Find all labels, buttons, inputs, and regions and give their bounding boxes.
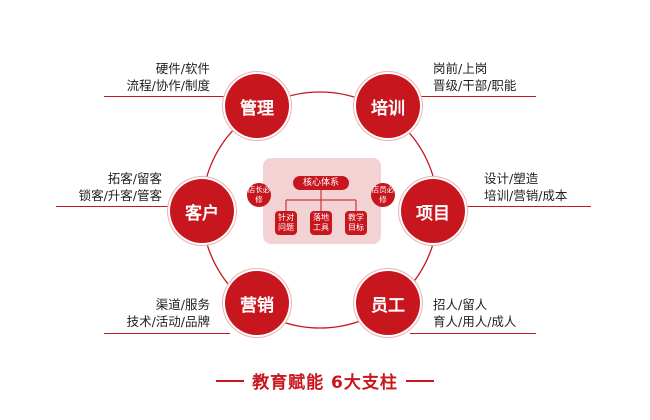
footer-caption: 教育赋能 6大支柱 <box>0 368 650 393</box>
footer-dash-left <box>216 379 245 382</box>
core-title: 核心体系 <box>293 176 349 190</box>
project-tag-line: 设计/塑造 <box>484 171 539 186</box>
marketing-tag-line: 渠道/服务 <box>155 297 210 312</box>
project-tag-line: 培训/营销/成本 <box>484 188 568 203</box>
staff-connector <box>410 333 536 334</box>
marketing-tags: 渠道/服务 技术/活动/品牌 <box>127 296 210 330</box>
customer-connector <box>56 206 174 207</box>
marketing-connector <box>104 333 230 334</box>
management-connector <box>104 96 230 97</box>
node-marketing: 营销 <box>225 271 289 335</box>
project-tags: 设计/塑造 培训/营销/成本 <box>484 170 567 204</box>
management-tag-line: 硬件/软件 <box>155 61 210 76</box>
node-project: 项目 <box>401 179 465 243</box>
staff-tag-line: 育人/用人/成人 <box>433 314 517 329</box>
core-item: 落地工具 <box>310 211 332 235</box>
core-item: 教学目标 <box>345 211 367 235</box>
node-management: 管理 <box>225 74 289 138</box>
core-item: 针对问题 <box>275 211 297 235</box>
core-manager-required: 店长必修 <box>247 183 271 207</box>
training-tag-line: 晋级/干部/职能 <box>433 78 517 93</box>
staff-tags: 招人/留人 育人/用人/成人 <box>433 296 516 330</box>
footer-dash-right <box>405 379 434 382</box>
customer-tags: 拓客/留客 锁客/升客/管客 <box>79 170 162 204</box>
training-tags: 岗前/上岗 晋级/干部/职能 <box>433 60 516 94</box>
node-customer: 客户 <box>170 179 234 243</box>
project-connector <box>463 206 591 207</box>
staff-tag-line: 招人/留人 <box>433 297 488 312</box>
footer-title: 教育赋能 6大支柱 <box>252 373 398 393</box>
node-staff: 员工 <box>356 271 420 335</box>
core-staff-required: 店员必修 <box>371 183 395 207</box>
training-connector <box>410 96 536 97</box>
core-system-box: 核心体系 店长必修 店员必修 针对问题 落地工具 教学目标 <box>247 158 395 244</box>
core-tree-lines <box>285 190 357 211</box>
node-training: 培训 <box>356 74 420 138</box>
training-tag-line: 岗前/上岗 <box>433 61 488 76</box>
marketing-tag-line: 技术/活动/品牌 <box>126 314 210 329</box>
management-tags: 硬件/软件 流程/协作/制度 <box>127 60 210 94</box>
customer-tag-line: 锁客/升客/管客 <box>78 188 162 203</box>
customer-tag-line: 拓客/留客 <box>107 171 162 186</box>
management-tag-line: 流程/协作/制度 <box>126 78 210 93</box>
